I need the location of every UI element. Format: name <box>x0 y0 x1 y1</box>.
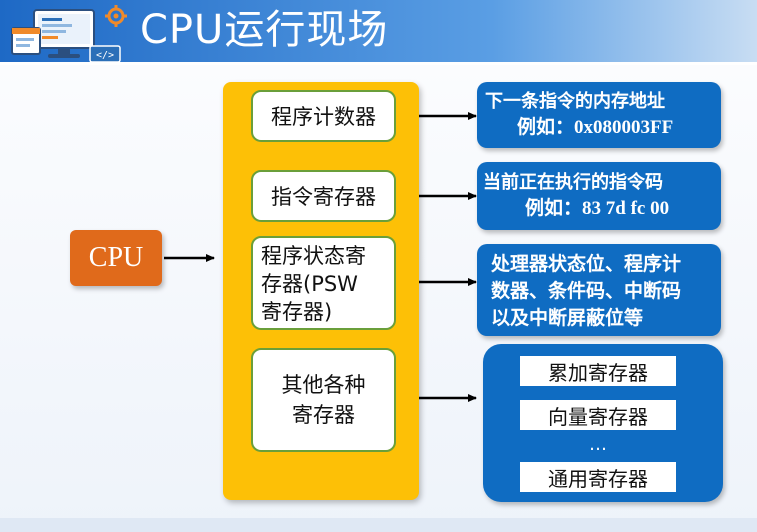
other-registers-box: 其他各种 寄存器 <box>251 348 396 452</box>
program-counter-label: 程序计数器 <box>271 105 376 129</box>
monitor-icon <box>33 9 95 58</box>
page-title: CPU运行现场 <box>140 7 389 53</box>
pc-info-description: 下一条指令的内存地址 <box>485 91 665 112</box>
cpu-box: CPU <box>70 230 162 286</box>
pc-info-box: 下一条指令的内存地址 例如：0x080003FF <box>477 82 721 148</box>
psw-info-line: 数器、条件码、中断码 <box>491 280 682 302</box>
computer-illustration-icon: </> <box>11 5 127 63</box>
other-registers-label-line: 其他各种 <box>281 373 366 397</box>
psw-label-line: 寄存器) <box>261 300 333 324</box>
header-divider <box>0 62 757 65</box>
ellipsis: … <box>589 434 607 455</box>
pc-info-example: 例如：0x080003FF <box>517 117 674 138</box>
svg-text:</>: </> <box>96 50 114 61</box>
ir-info-box: 当前正在执行的指令码 例如：83 7d fc 00 <box>477 162 721 230</box>
psw-info-line: 处理器状态位、程序计 <box>491 253 682 275</box>
psw-label-line: 存器(PSW <box>261 272 358 296</box>
instruction-register-box: 指令寄存器 <box>251 170 396 222</box>
psw-info-line: 以及中断屏蔽位等 <box>491 307 644 329</box>
title-bar: </> CPU运行现场 <box>0 0 757 63</box>
psw-label-line: 程序状态寄 <box>261 244 366 268</box>
psw-info-box: 处理器状态位、程序计 数器、条件码、中断码 以及中断屏蔽位等 <box>477 244 721 336</box>
instruction-register-label: 指令寄存器 <box>271 185 376 209</box>
vector-register-item: 向量寄存器 <box>520 400 676 430</box>
general-register-item: 通用寄存器 <box>520 462 676 492</box>
program-counter-box: 程序计数器 <box>251 90 396 142</box>
accumulator-register-item: 累加寄存器 <box>520 356 676 386</box>
psw-register-box: 程序状态寄 存器(PSW 寄存器) <box>251 236 396 330</box>
footer-band <box>0 518 757 532</box>
gear-icon <box>105 5 127 27</box>
ir-info-example: 例如：83 7d fc 00 <box>525 198 670 219</box>
other-registers-label-line: 寄存器 <box>292 403 355 427</box>
ir-info-description: 当前正在执行的指令码 <box>483 172 663 193</box>
